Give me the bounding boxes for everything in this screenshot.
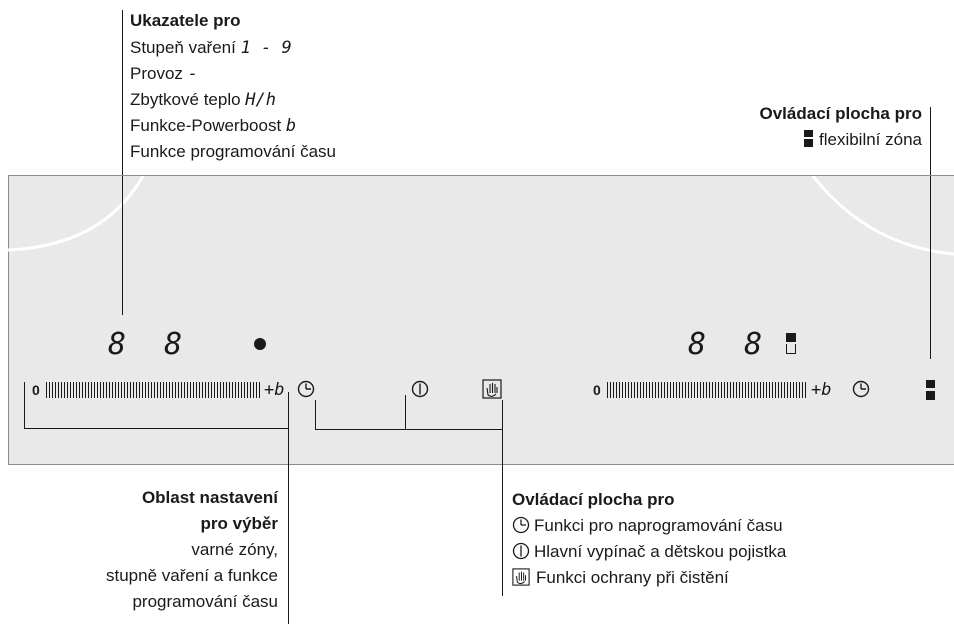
setting-area-title-2: pro výběr <box>200 514 278 533</box>
power-icon[interactable] <box>411 380 429 398</box>
flex-zone-status-icon <box>786 333 796 355</box>
controls-item-wipe: Funkci ochrany při čistění <box>512 567 729 588</box>
cooking-zone-outlines <box>8 176 954 256</box>
control-panel <box>8 175 954 465</box>
setting-area-line: programování času <box>132 592 278 611</box>
controls-bracket-left <box>315 400 316 430</box>
controls-bracket-bottom <box>315 429 502 430</box>
clock-icon[interactable] <box>297 380 315 398</box>
indicator-line-operation: Provoz - <box>130 64 198 84</box>
left-slider-zero-label: 0 <box>32 382 40 398</box>
setting-area-leader-line <box>288 392 289 624</box>
hand-icon[interactable] <box>482 379 502 399</box>
setting-area-line: stupně vaření a funkce <box>105 566 278 585</box>
zone-indicator-dot <box>254 338 266 350</box>
flex-zone-control-title: Ovládací plocha pro <box>759 104 923 123</box>
slider-bracket-left <box>24 382 25 429</box>
controls-leader-line <box>502 400 503 596</box>
controls-title: Ovládací plocha pro <box>512 490 675 509</box>
right-slider-boost-label: +b <box>811 380 832 400</box>
right-slider-zero-label: 0 <box>593 382 601 398</box>
right-zone-display: 8 8 <box>688 327 773 362</box>
hand-icon <box>512 568 530 586</box>
right-zone-arc <box>811 176 954 256</box>
flex-zone-leader-line-inner <box>930 176 931 359</box>
setting-area-title-1: Oblast nastavení <box>141 488 278 507</box>
controls-item-power: Hlavní vypínač a dětskou pojistka <box>512 541 786 562</box>
left-slider-boost-label: +b <box>264 380 285 400</box>
right-power-slider[interactable]: 0 +b <box>593 380 853 400</box>
indicator-line-cooking-level: Stupeň vaření 1 - 9 <box>130 38 292 58</box>
left-slider-track[interactable] <box>46 382 260 398</box>
indicator-leader-line <box>122 10 123 315</box>
flex-zone-button-icon[interactable] <box>926 380 935 400</box>
indicator-line-timer: Funkce programování času <box>130 142 336 161</box>
flex-zone-icon <box>803 130 813 147</box>
right-slider-track[interactable] <box>607 382 807 398</box>
controls-bracket-mid <box>405 395 406 430</box>
indicators-title: Ukazatele pro <box>130 11 241 30</box>
right-clock-icon[interactable] <box>852 380 870 398</box>
clock-icon <box>512 516 530 534</box>
indicator-line-residual-heat: Zbytkové teplo H/h <box>130 90 276 110</box>
power-icon <box>512 542 530 560</box>
setting-area-line: varné zóny, <box>191 540 278 559</box>
flex-zone-control-line: flexibilní zóna <box>803 129 922 150</box>
indicator-leader-line-inner <box>122 176 123 315</box>
left-zone-arc <box>8 176 145 252</box>
slider-bracket-bottom <box>24 428 288 429</box>
controls-item-timer: Funkci pro naprogramování času <box>512 515 783 536</box>
left-zone-display: 8 8 <box>108 327 193 362</box>
left-power-slider[interactable]: 0 +b <box>32 380 292 400</box>
indicator-line-powerboost: Funkce-Powerboost b <box>130 116 297 136</box>
